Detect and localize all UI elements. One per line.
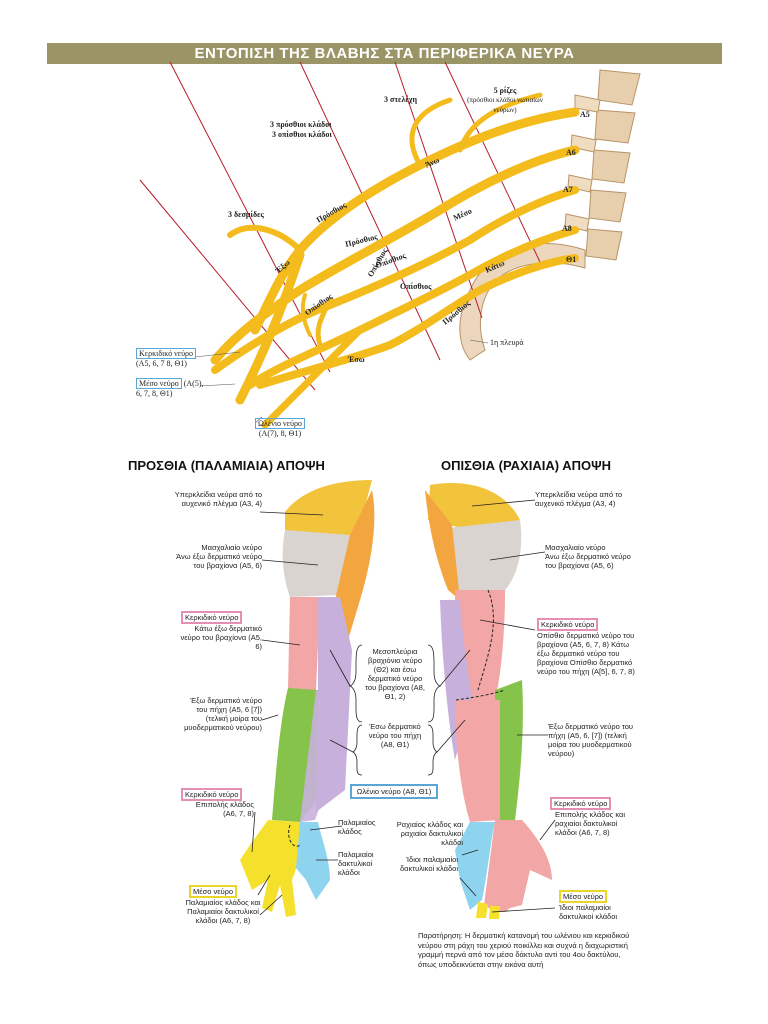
brachial-plexus-diagram — [139, 61, 641, 429]
median-nerve-roots-b: 6, 7, 8, Θ1) — [136, 388, 173, 398]
root-c6: Α6 — [566, 148, 576, 157]
front-supraclavicular-label: Υπερκλείδια νεύρα από το αυχενικό πλέγμα… — [174, 490, 262, 508]
back-musculo-label: Έξω δερματικό νεύρο του πήχη (Α5, 6, [7]… — [548, 722, 634, 758]
back-radial-box: Κερκιδικό νεύρο — [537, 618, 599, 631]
roots-title: 5 ρίζες — [493, 86, 517, 95]
front-ulnar-palmar-label: Παλαμιαίος κλάδος — [338, 818, 376, 836]
front-median-hand-zone — [240, 820, 303, 917]
back-view-title: ΟΠΙΣΘΙΑ (ΡΑΧΙΑΙΑ) ΑΠΟΨΗ — [441, 458, 611, 473]
back-radial-hand-zone — [484, 820, 552, 912]
back-ulnar-proper-label: Ίδιοι παλαμιαίοι δακτυλικοί κλάδοι — [399, 855, 458, 873]
first-rib-label: 1η πλευρά — [490, 338, 524, 347]
footnote: Παρατήρηση: Η δερματική κατανομή του ωλέ… — [418, 931, 630, 969]
back-ulnar-dorsal-label: Ραχιαίος κλάδος και ραχιαίοι δακτυλικοί … — [396, 820, 463, 847]
root-c8: Α8 — [562, 224, 572, 233]
root-c5: Α5 — [580, 110, 590, 119]
back-radial-forearm-zone — [455, 700, 500, 822]
cords-title: 3 δεσμίδες — [228, 210, 264, 219]
ulnar-nerve-roots: (Α(7), 8, Θ1) — [258, 428, 302, 438]
page-title: ΕΝΤΟΠΙΣΗ ΤΗΣ ΒΛΑΒΗΣ ΣΤΑ ΠΕΡΙΦΕΡΙΚΑ ΝΕΥΡΑ — [47, 43, 722, 64]
back-radial-label: Οπίσθιο δερματικό νεύρο του βραχίονα (Α5… — [537, 631, 635, 676]
front-axillary-title: Μασχαλιαίο νεύρο — [201, 543, 262, 552]
back-median-tips — [476, 902, 500, 919]
front-medial-forearm-zone — [300, 690, 345, 822]
back-radial-box-2: Κερκιδικό νεύρο — [550, 797, 612, 810]
root-c7: Α7 — [563, 185, 573, 194]
front-radial-box: Κερκιδικό νεύρο — [181, 611, 243, 624]
front-radial-zone — [288, 597, 320, 690]
front-radial-box-2: Κερκιδικό νεύρο — [181, 788, 243, 801]
divisions-title-back: 3 οπίσθιοι κλάδοι — [272, 130, 332, 139]
back-median-label: Ίδιοι παλαμιαίοι δακτυλικοί κλάδοι — [559, 903, 618, 921]
back-axillary-title: Μασχαλιαίο νεύρο — [545, 543, 606, 552]
radial-nerve-roots: (Α5, 6, 7 8, Θ1) — [136, 358, 187, 368]
nerve-bundles — [210, 92, 580, 429]
front-median-box: Μέσο νεύρο — [189, 885, 238, 898]
radial-nerve-label: Κερκιδικό νεύρο — [136, 348, 197, 359]
back-radial-superficial-label: Επιπολής κλάδος και ραχιαίοι δακτυλικοί … — [555, 810, 625, 837]
front-musculo-label: Έξω δερματικό νεύρο του πήχη (Α5, 6 [7])… — [184, 696, 262, 732]
median-nerve-roots-a: (Α(5), — [183, 379, 204, 388]
back-orange-zone — [425, 490, 460, 600]
division-back-3: Οπίσθιος — [400, 282, 432, 291]
ulnar-nerve-label: Ωλένιο νεύρο — [255, 418, 305, 429]
front-axillary-label: Άνω έξω δερματικό νεύρο του βραχίονα (Α5… — [176, 552, 262, 570]
medial-brachial-label: Μεσοπλεύρια βραχιόνιο νεύρο (Θ2) και έσω… — [365, 647, 425, 701]
front-radial-superficial-label: Επιπολής κλάδος (Α6, 7, 8) — [195, 800, 254, 818]
roots-subtitle: (πρόσθιοι κλάδοι νωτιαίων νεύρων) — [467, 96, 543, 114]
back-axillary-zone — [448, 520, 522, 590]
divisions-title-front: 3 πρόσθιοι κλάδοι — [270, 120, 332, 129]
vertebral-column — [564, 69, 641, 261]
front-radial-label: Κάτω έξω δερματικό νεύρο του βραχίονα (Α… — [180, 624, 262, 651]
front-orange-zone — [335, 490, 375, 650]
trunks-title: 3 στελέχη — [384, 95, 418, 104]
ulnar-nerve-box: Ωλένιο νεύρο (Α8, Θ1) — [349, 784, 439, 799]
median-nerve-label: Μέσο νεύρο — [136, 378, 182, 389]
front-ulnar-digital-label: Παλαμιαίοι δακτυλικοί κλάδοι — [338, 850, 374, 877]
back-ulnar-hand-zone — [455, 822, 495, 910]
back-median-box: Μέσο νεύρο — [559, 890, 608, 903]
back-arm — [425, 483, 552, 919]
back-axillary-label: Άνω έξω δερματικό νεύρο του βραχίονα (Α5… — [545, 552, 631, 570]
back-supraclavicular-label: Υπερκλείδια νεύρα από το αυχενικό πλέγμα… — [535, 490, 623, 508]
root-t1: Θ1 — [566, 255, 577, 264]
front-supraclavicular-zone — [285, 480, 372, 540]
front-ulnar-hand-zone — [296, 822, 330, 900]
medial-antebrachial-label: Έσω δερματικό νεύρο του πήχη (Α8, Θ1) — [368, 722, 422, 749]
back-supraclavicular-zone — [428, 483, 520, 530]
front-axillary-zone — [282, 530, 350, 597]
back-musculo-zone — [495, 680, 523, 820]
front-view-title: ΠΡΟΣΘΙΑ (ΠΑΛΑΜΙΑΙΑ) ΑΠΟΨΗ — [128, 458, 325, 473]
cord-medial-label: Έσω — [348, 355, 365, 364]
front-arm — [240, 480, 375, 917]
front-median-label: Παλαμιαίος κλάδος και Παλαμιαίοι δακτυλι… — [185, 898, 261, 925]
